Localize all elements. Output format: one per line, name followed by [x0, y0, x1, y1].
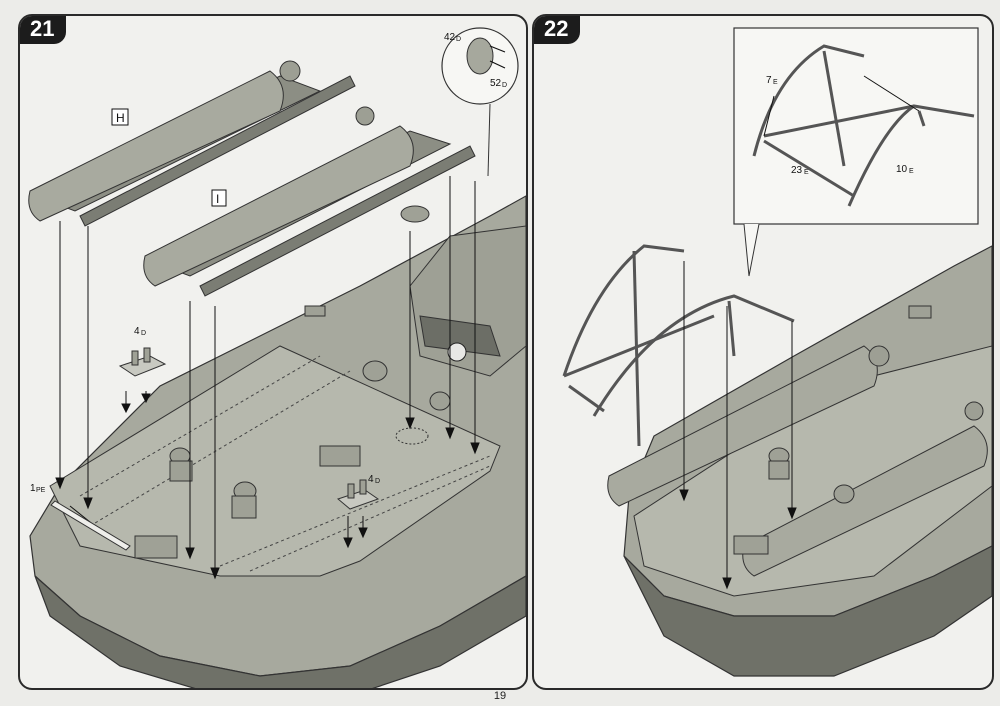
frame-assembly-installed	[562, 244, 795, 447]
frame-detail-callout	[733, 27, 979, 277]
deck-fittings	[733, 305, 932, 555]
step-22-drawing: 7 E 23 E 10 E	[562, 27, 992, 677]
step-number-badge: 21	[20, 16, 67, 44]
cap-part-suffix: D	[456, 36, 461, 43]
launcher-h-label: H	[116, 111, 125, 125]
cap-part-number: 42	[444, 32, 456, 43]
assembly-arrows	[679, 261, 797, 590]
torpedo-launcher-port	[607, 345, 890, 507]
frame-part-a-suffix: E	[773, 79, 778, 86]
step-number-badge: 22	[534, 16, 581, 44]
pe-rail-part	[50, 500, 131, 551]
launcher-i-label: I	[216, 192, 219, 206]
launcher-h-label-box	[111, 108, 129, 126]
step-21-drawing: H I 42 D 52 D 4 D 4 D 1 PE	[28, 27, 526, 688]
frame-part-b-number: 23	[791, 165, 803, 176]
frame-part-c-number: 10	[896, 164, 908, 175]
bitt-part-bottom	[336, 479, 380, 510]
frame-part-a-number: 7	[766, 75, 772, 86]
bitt-part-number-top: 4	[134, 326, 140, 337]
bitt-part-top	[118, 347, 167, 377]
bitt-part-number-bottom: 4	[368, 474, 374, 485]
torpedo-launcher-h	[28, 60, 356, 227]
page-number: 19	[493, 690, 507, 702]
bitt-part-suffix-bottom: D	[375, 478, 380, 485]
cap-part2-suffix: D	[502, 82, 507, 89]
step-21-panel: 21	[18, 14, 528, 690]
torpedo-launcher-i	[143, 106, 476, 297]
cap-position-ring	[395, 427, 429, 445]
pe-part-number: 1	[30, 483, 36, 494]
pe-part-suffix: PE	[36, 487, 46, 494]
frame-part-b-suffix: E	[804, 169, 809, 176]
deck-fittings	[134, 305, 451, 559]
step-22-panel: 22	[532, 14, 994, 690]
cap-detail-callout	[441, 27, 519, 177]
bridge-structure	[409, 225, 526, 377]
torpedo-launcher-starboard	[742, 401, 988, 577]
assembly-arrows	[55, 176, 480, 580]
radar-cap-part	[400, 205, 430, 223]
bitt-part-suffix-top: D	[141, 330, 146, 337]
launcher-i-label-box	[211, 189, 227, 207]
deck-plate	[49, 345, 501, 577]
deck-dashed-lines	[79, 355, 491, 572]
frame-part-c-suffix: E	[909, 168, 914, 175]
cap-part2-number: 52	[490, 78, 502, 89]
